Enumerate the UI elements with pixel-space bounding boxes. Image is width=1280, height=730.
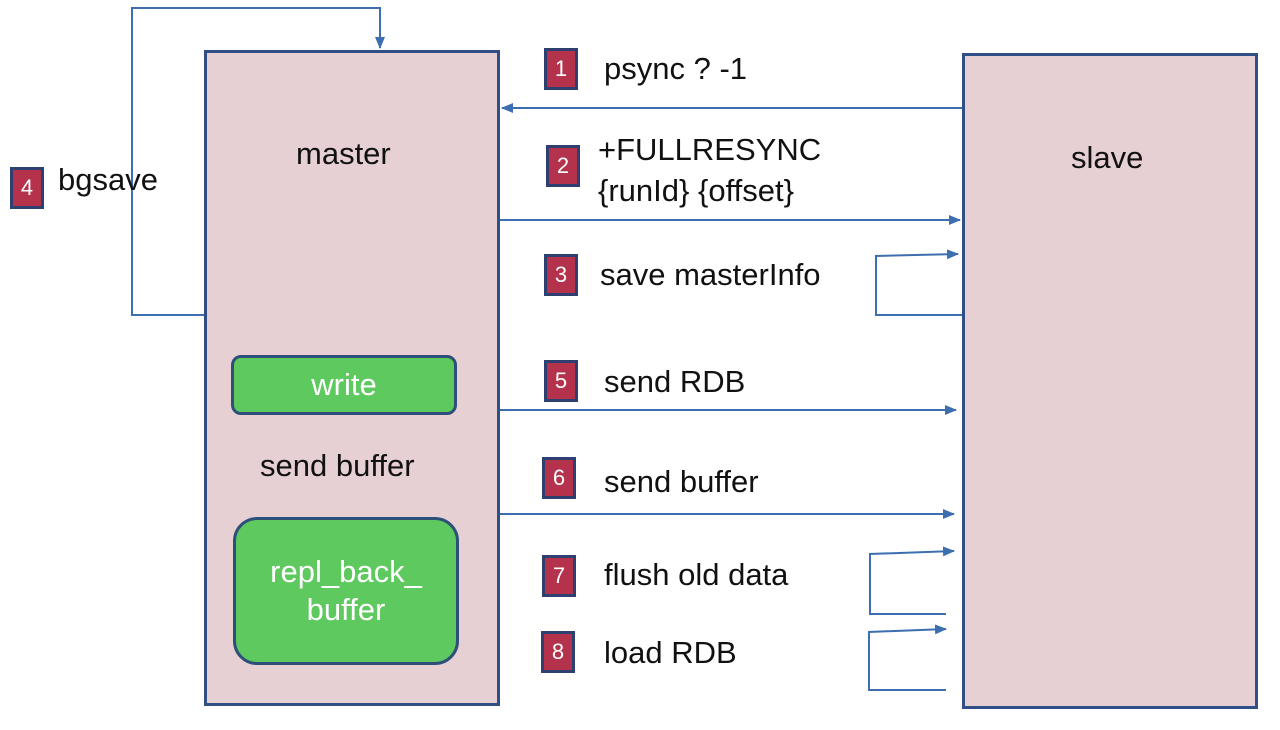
step-8-badge: 8 [541, 631, 575, 673]
send-buffer-internal-label: send buffer [260, 448, 415, 483]
step-4-label: bgsave [58, 162, 158, 197]
step-1-label: psync ? -1 [604, 51, 748, 86]
master-title: master [296, 136, 391, 171]
load-rdb-loop-arrow [868, 624, 947, 691]
step-2-label-line2: {runId} {offset} [598, 173, 794, 208]
step-1-badge: 1 [544, 48, 578, 90]
flush-loop-arrow [869, 546, 955, 615]
repl-back-buffer-box: repl_back_ buffer [233, 517, 459, 665]
step-4-badge: 4 [10, 167, 44, 209]
write-box: write [231, 355, 457, 415]
step-2-badge: 2 [546, 145, 580, 187]
save-masterinfo-loop-arrow [875, 249, 962, 316]
step-8-label: load RDB [604, 635, 737, 670]
step-6-badge: 6 [542, 457, 576, 499]
step-5-label: send RDB [604, 364, 746, 399]
step-5-badge: 5 [544, 360, 578, 402]
slave-box [962, 53, 1258, 709]
step-3-label: save masterInfo [600, 257, 821, 292]
step-3-badge: 3 [544, 254, 578, 296]
repl-back-buffer-line1: repl_back_ [270, 554, 422, 589]
slave-title: slave [1071, 140, 1144, 175]
step-6-label: send buffer [604, 464, 759, 499]
repl-back-buffer-line2: buffer [306, 592, 386, 627]
step-7-label: flush old data [604, 557, 789, 592]
step-2-label-line1: +FULLRESYNC [598, 132, 822, 167]
step-7-badge: 7 [542, 555, 576, 597]
bgsave-loop-arrow [131, 7, 385, 316]
